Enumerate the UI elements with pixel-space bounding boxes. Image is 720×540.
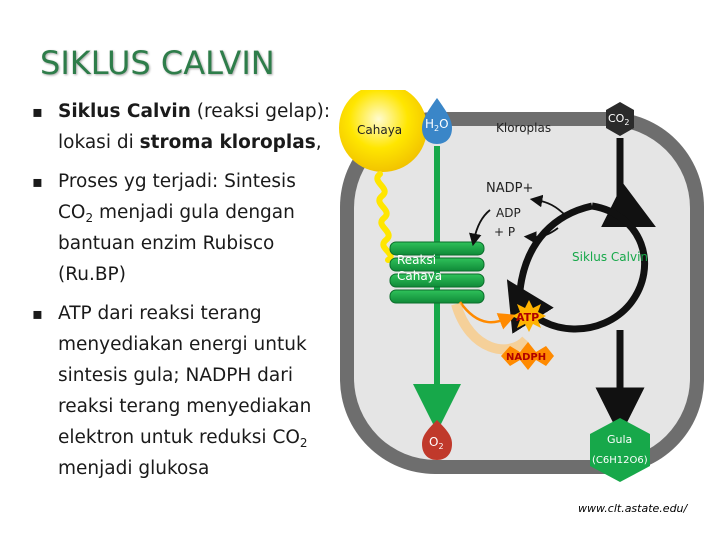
adp-return-arrow: [523, 227, 559, 244]
bullet-text: menjadi gula dengan bantuan enzim Rubisc…: [58, 202, 295, 285]
co2-inflow-arrow: [601, 138, 656, 227]
co2-hexagon: [606, 102, 634, 136]
sugar-formula: (C6H12O6): [592, 455, 648, 466]
slide-title: SIKLUS CALVIN: [40, 44, 275, 82]
bullet-list: Siklus Calvin (reaksi gelap): lokasi di …: [32, 96, 332, 492]
energy-to-cycle-arrow: [451, 302, 530, 355]
oxygen-label: O2: [429, 435, 444, 451]
sun-label: Cahaya: [357, 123, 402, 137]
bullet-text: stroma kloroplas: [139, 132, 316, 153]
chloroplast-label: Kloroplas: [496, 121, 551, 135]
bullet-text: menjadi glukosa: [58, 458, 210, 479]
bullet-item: ATP dari reaksi terang menyediakan energ…: [32, 298, 332, 484]
nadph-badge: [501, 342, 554, 370]
bullet-item: Siklus Calvin (reaksi gelap): lokasi di …: [32, 96, 332, 158]
atp-to-cycle-arrow: [458, 301, 517, 330]
sun-icon: [339, 90, 427, 172]
bullet-text: Proses yg terjadi: Sintesis CO: [58, 171, 296, 223]
sugar-hexagon: [590, 418, 650, 482]
nadp-label: NADP+: [486, 181, 533, 196]
bullet-text: ,: [315, 132, 322, 153]
water-label: H2O: [425, 117, 449, 133]
calvin-cycle-diagram: Cahaya H2O Reaksi Cahaya Kloroplas CO2 S…: [339, 90, 704, 482]
light-reaction-label: Reaksi Cahaya: [397, 253, 442, 283]
adp-label: ADP: [496, 206, 521, 220]
light-wave: [374, 171, 394, 263]
calvin-cycle-ring-top: [516, 202, 593, 291]
nadp-return-arrow: [529, 194, 567, 217]
pi-label: + P: [494, 225, 515, 239]
sugar-title: Gula: [607, 433, 632, 446]
bullet-text: Siklus Calvin: [58, 101, 191, 122]
bullet-item: Proses yg terjadi: Sintesis CO2 menjadi …: [32, 166, 332, 290]
calvin-cycle-ring: [506, 202, 649, 334]
bullet-text: ATP dari reaksi terang menyediakan energ…: [58, 303, 312, 448]
oxygen-drop-icon: [422, 420, 452, 460]
atp-label: ATP: [516, 311, 539, 324]
calvin-cycle-label: Siklus Calvin: [572, 250, 648, 264]
co2-label: CO2: [608, 112, 629, 127]
water-drop-icon: [422, 98, 452, 144]
subscript: 2: [299, 436, 308, 450]
to-light-reaction-arrow: [469, 209, 491, 247]
thylakoid-granum: [389, 241, 485, 304]
bullet-text: (reaksi gelap): lokasi di: [58, 101, 331, 153]
subscript: 2: [85, 211, 94, 225]
atp-badge: [512, 300, 546, 332]
source-credit: www.clt.astate.edu/: [578, 502, 688, 515]
nadph-label: NADPH: [506, 352, 546, 363]
